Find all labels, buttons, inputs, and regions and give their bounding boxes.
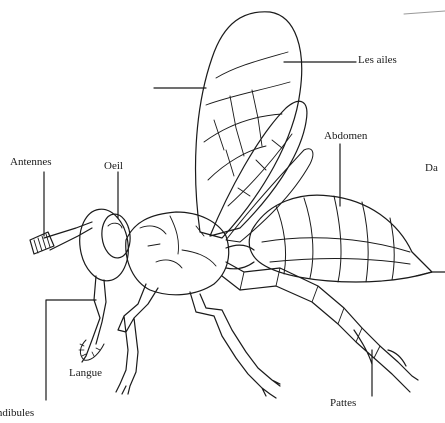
thorax-detail [140, 216, 216, 268]
label-sting: Da [425, 163, 438, 174]
label-wings: Les ailes [358, 55, 397, 66]
label-abdomen: Abdomen [324, 131, 367, 142]
middle-leg [190, 292, 280, 398]
label-tongue: Langue [69, 368, 102, 379]
eye-highlight [108, 223, 122, 228]
rear-wing-veins [228, 134, 292, 206]
label-eye: Oeil [104, 161, 123, 172]
antenna [44, 222, 92, 250]
mandible [82, 276, 106, 362]
hind-leg [222, 262, 418, 392]
label-mandibles: andibules [0, 408, 34, 419]
label-legs: Pattes [330, 398, 356, 409]
thorax [126, 212, 229, 295]
scan-mark [404, 11, 445, 14]
front-leg [116, 284, 158, 394]
abdomen-segments [262, 196, 410, 282]
label-antennae: Antennes [10, 157, 52, 168]
stinger-tip [412, 252, 432, 276]
front-wing [196, 12, 302, 238]
